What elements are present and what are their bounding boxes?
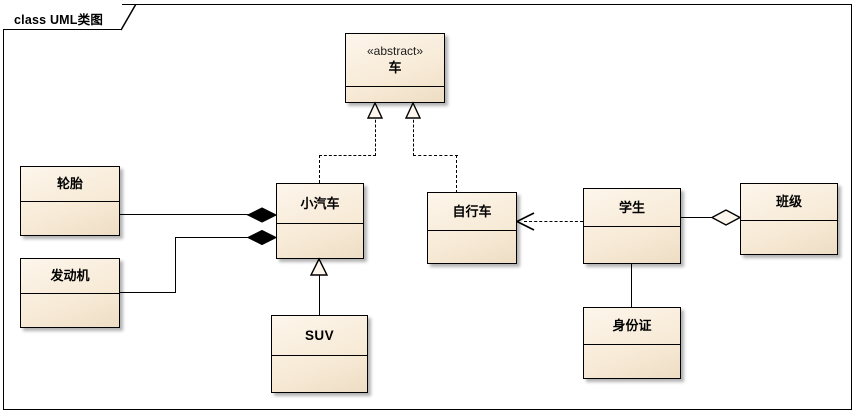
composition-fadongji-xiaoqiche-horizontal-lower: [120, 292, 176, 294]
association-xuesheng-shenfenzheng-line: [631, 264, 633, 308]
class-attributes-luntai: [21, 202, 119, 235]
class-box-zixingche[interactable]: 自行车: [427, 192, 517, 264]
class-attributes-xiaoqiche: [277, 224, 363, 258]
filled-diamond-head-xiaoqiche-fadongji: [246, 229, 278, 246]
class-header-xiaoqiche: 小汽车: [277, 184, 363, 224]
realization-xiaoqiche-che-horizontal: [319, 155, 376, 156]
class-name-fadongji: 发动机: [50, 268, 90, 283]
class-header-banji: 班级: [741, 184, 837, 221]
class-name-suv: SUV: [305, 327, 334, 343]
filled-diamond-head-xiaoqiche-luntai: [246, 207, 278, 223]
class-box-luntai[interactable]: 轮胎: [20, 166, 120, 236]
class-name-shenfenzheng: 身份证: [612, 318, 652, 333]
generalization-suv-xiaoqiche-line: [319, 272, 321, 316]
class-header-xuesheng: 学生: [584, 189, 680, 227]
class-box-xuesheng[interactable]: 学生: [583, 188, 681, 264]
class-attributes-suv: [272, 356, 367, 392]
class-box-fadongji[interactable]: 发动机: [20, 258, 120, 328]
hollow-triangle-head-zixingche-che: [404, 101, 422, 119]
dependency-xuesheng-zixingche-line: [524, 221, 583, 222]
realization-xiaoqiche-che-vertical-upper: [375, 115, 376, 156]
class-attributes-che: [346, 87, 444, 102]
composition-fadongji-xiaoqiche-horizontal-upper: [175, 237, 256, 239]
class-attributes-zixingche: [428, 231, 516, 263]
realization-xiaoqiche-che-vertical-lower: [319, 155, 320, 183]
class-header-che: «abstract» 车: [346, 34, 444, 87]
class-attributes-shenfenzheng: [584, 345, 680, 378]
class-header-suv: SUV: [272, 316, 367, 356]
diagram-frame-tab-body: [3, 4, 122, 30]
class-name-banji: 班级: [775, 194, 802, 209]
realization-zixingche-che-horizontal: [413, 155, 458, 156]
diagram-frame: [3, 4, 852, 410]
realization-zixingche-che-vertical-lower: [456, 155, 457, 193]
class-name-che: 车: [388, 59, 402, 75]
tab-slope-icon: [120, 3, 137, 31]
class-header-luntai: 轮胎: [21, 167, 119, 202]
open-arrow-head-xuesheng-zixingche: [516, 212, 535, 231]
composition-luntai-xiaoqiche-line: [120, 214, 256, 216]
class-box-banji[interactable]: 班级: [740, 183, 838, 255]
class-name-zixingche: 自行车: [452, 203, 492, 219]
class-attributes-xuesheng: [584, 227, 680, 263]
hollow-triangle-head-suv-xiaoqiche: [309, 257, 329, 276]
class-attributes-fadongji: [21, 294, 119, 327]
realization-zixingche-che-vertical-upper: [413, 115, 414, 156]
class-box-suv[interactable]: SUV: [271, 315, 368, 393]
class-box-xiaoqiche[interactable]: 小汽车: [276, 183, 364, 259]
class-header-shenfenzheng: 身份证: [584, 308, 680, 345]
class-name-xiaoqiche: 小汽车: [300, 195, 340, 211]
diagram-title: class UML类图: [14, 13, 104, 27]
class-header-zixingche: 自行车: [428, 193, 516, 231]
class-name-luntai: 轮胎: [56, 176, 83, 191]
class-stereotype-che: «abstract»: [366, 43, 424, 58]
aggregation-banji-xuesheng-line: [681, 217, 740, 219]
class-attributes-banji: [741, 221, 837, 254]
class-box-che[interactable]: «abstract» 车: [345, 33, 445, 103]
composition-fadongji-xiaoqiche-vertical: [175, 237, 177, 293]
diagram-frame-tab-slope: [120, 3, 137, 31]
class-header-fadongji: 发动机: [21, 259, 119, 294]
hollow-diamond-head-banji-xuesheng: [710, 209, 742, 226]
class-box-shenfenzheng[interactable]: 身份证: [583, 307, 681, 379]
hollow-triangle-head-xiaoqiche-che: [366, 101, 384, 119]
class-name-xuesheng: 学生: [618, 199, 645, 215]
